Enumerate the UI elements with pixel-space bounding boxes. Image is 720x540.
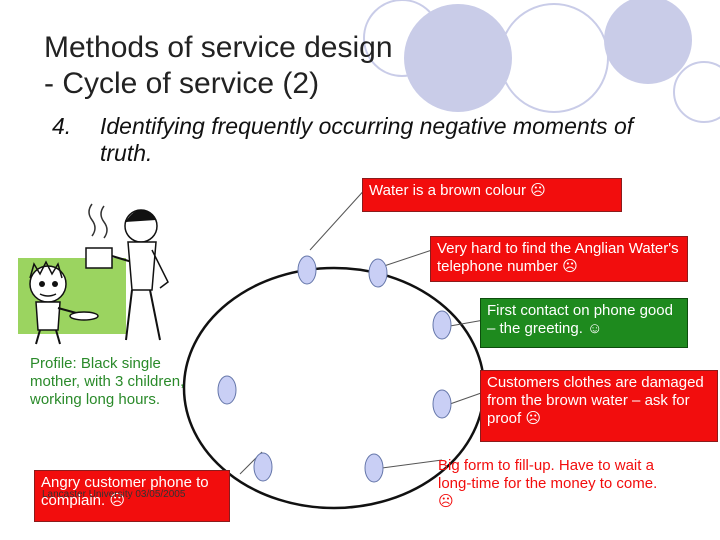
connector-line bbox=[381, 459, 443, 469]
moment-node bbox=[368, 258, 388, 288]
deco-circle bbox=[404, 4, 512, 112]
title-line-1: Methods of service design bbox=[44, 31, 393, 64]
moment-node bbox=[432, 389, 452, 419]
connector-line bbox=[449, 319, 485, 327]
moment-box-brown-water: Water is a brown colour ☹ bbox=[362, 178, 622, 212]
moment-node bbox=[297, 255, 317, 285]
point-number: 4. bbox=[52, 113, 72, 139]
moment-box-phone-number: Very hard to find the Anglian Water's te… bbox=[430, 236, 688, 282]
connector-line bbox=[383, 249, 433, 267]
moment-box-first-contact: First contact on phone good – the greeti… bbox=[480, 298, 688, 348]
point-text: Identifying frequently occurring negativ… bbox=[100, 113, 634, 166]
moment-node bbox=[432, 310, 452, 340]
connector-line bbox=[309, 185, 369, 251]
connector-line bbox=[449, 391, 485, 405]
customer-profile: Profile: Black single mother, with 3 chi… bbox=[30, 355, 185, 408]
title-line-2: - Cycle of service (2) bbox=[44, 67, 320, 100]
moment-node bbox=[253, 452, 273, 482]
moment-box-angry-customer: Angry customer phone to complain. ☹ bbox=[34, 470, 230, 522]
mother-child-clipart bbox=[18, 203, 169, 345]
moment-node bbox=[364, 453, 384, 483]
slide-footer: Lancaster University 03/05/2005 bbox=[42, 489, 186, 500]
deco-circle bbox=[604, 0, 692, 84]
deco-circle bbox=[673, 61, 720, 123]
slide-title: Methods of service design - Cycle of ser… bbox=[44, 30, 393, 102]
moment-node bbox=[217, 375, 237, 405]
moment-box-damaged-clothes: Customers clothes are damaged from the b… bbox=[480, 370, 718, 442]
moment-text-big-form: Big form to fill-up. Have to wait a long… bbox=[438, 457, 658, 510]
